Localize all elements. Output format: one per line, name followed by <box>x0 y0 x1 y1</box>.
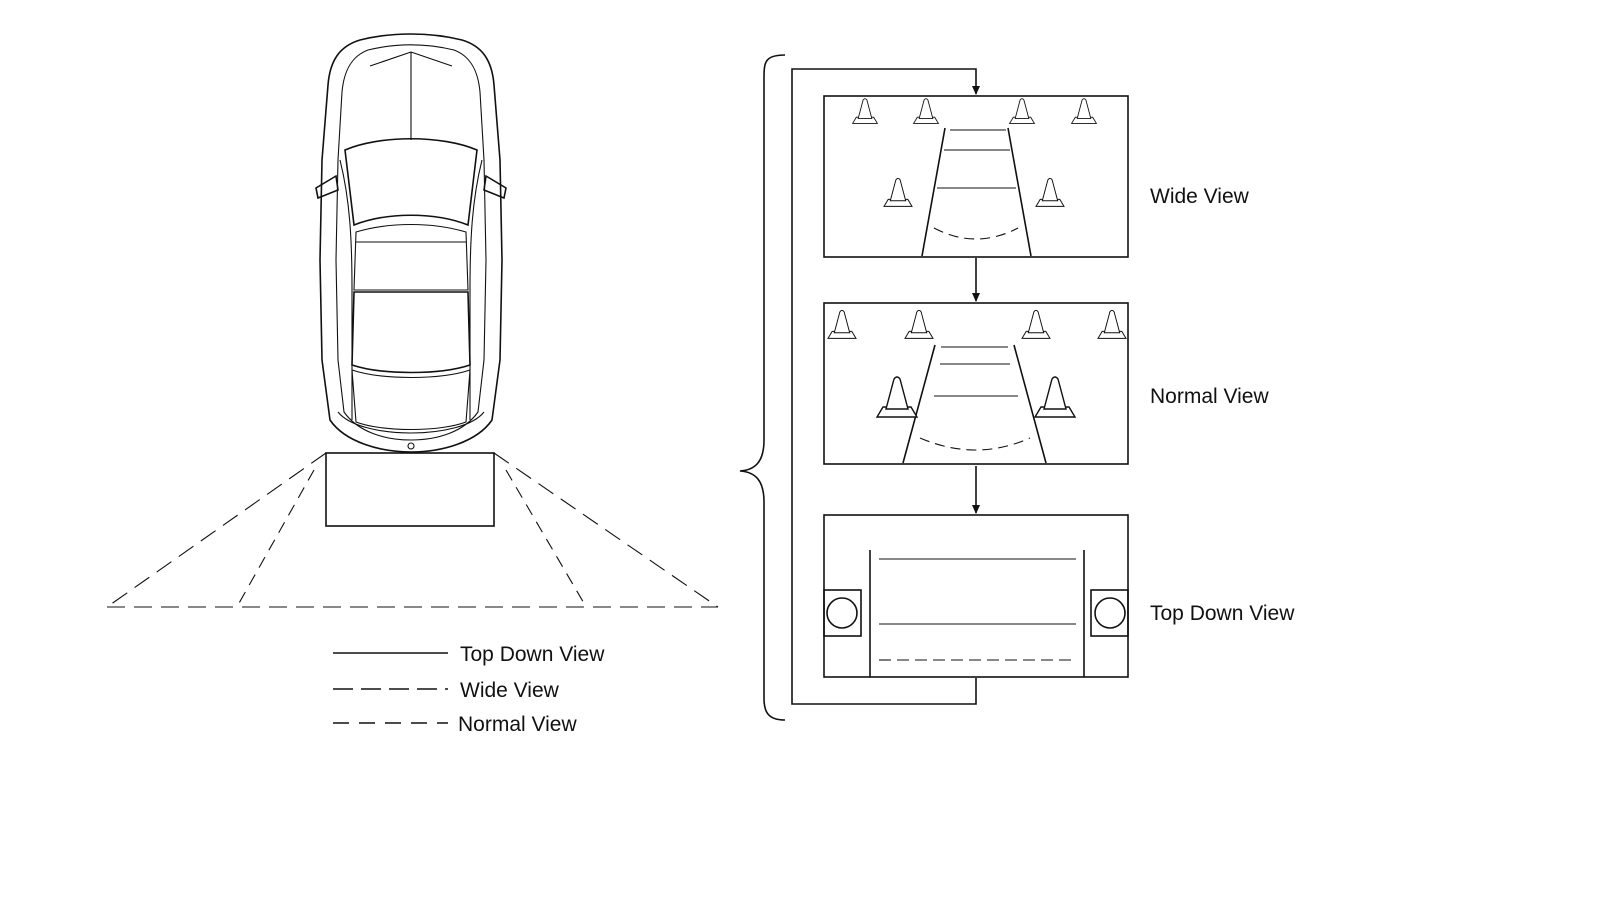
curly-brace <box>739 54 786 721</box>
legend-label-normal-view: Normal View <box>458 713 577 736</box>
view-cycle-flow-arrows <box>791 68 980 705</box>
wide-view-panel <box>823 95 1129 258</box>
normal-view-panel <box>823 302 1129 465</box>
panel-label-wide-view: Wide View <box>1150 185 1250 208</box>
panel-label-top-down-view: Top Down View <box>1150 602 1295 625</box>
legend-label-top-down-view: Top Down View <box>460 643 605 666</box>
top-down-view-panel <box>823 514 1129 678</box>
car-top-view-illustration <box>315 33 507 453</box>
top-down-view-coverage-box <box>325 452 495 527</box>
legend: Top Down View Wide View Normal View <box>333 643 605 736</box>
wide-view-field-of-view <box>106 452 719 608</box>
panel-label-normal-view: Normal View <box>1150 385 1269 408</box>
legend-label-wide-view: Wide View <box>460 679 560 702</box>
normal-view-field-of-view <box>237 469 586 606</box>
